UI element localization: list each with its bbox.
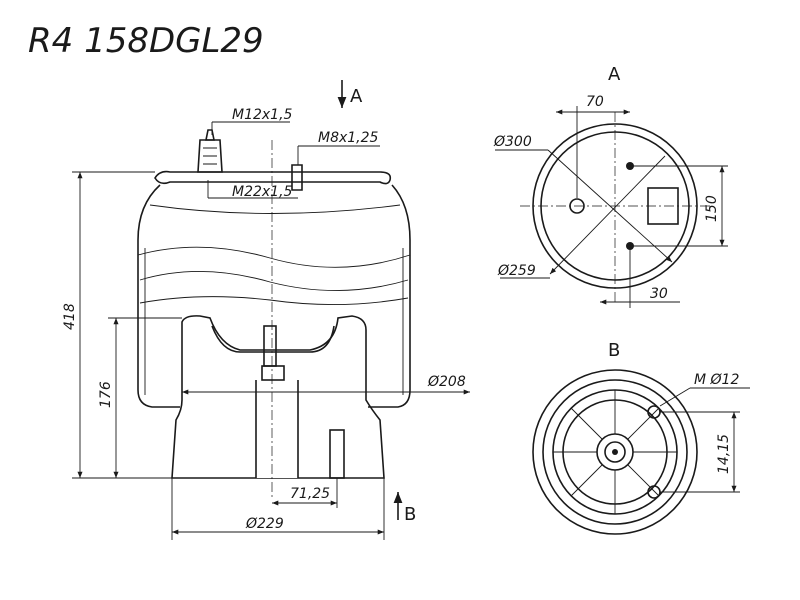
svg-text:A: A — [350, 86, 363, 107]
offset-70-label: 70 — [586, 94, 604, 110]
thread-b-label: M Ø12 — [694, 372, 739, 388]
drawing-title: R4 158DGL29 — [28, 21, 264, 61]
offset-30-label: 30 — [650, 286, 668, 302]
bellows-left — [137, 184, 180, 408]
spacing-b-label: 14,15 — [716, 434, 732, 474]
bellows-right — [368, 184, 411, 408]
svg-text:B: B — [404, 504, 416, 525]
view-b: B M Ø12 14,15 — [532, 340, 750, 535]
bolt-hole-top — [647, 405, 661, 419]
outer-circle-b — [532, 369, 698, 535]
label-plate — [647, 187, 679, 225]
central-bore — [255, 380, 299, 478]
side-bore — [329, 429, 345, 479]
center-bolt — [263, 325, 277, 367]
port-hole — [569, 198, 585, 214]
side-view: A B M12x1,5 M8x1,25 M22x1,5 418 176 Ø208… — [62, 80, 470, 540]
height-piston-label: 176 — [98, 381, 114, 408]
bolt-hole-bottom — [647, 485, 661, 499]
height-total-label: 418 — [62, 303, 78, 330]
thread-bottom-label: M22x1,5 — [232, 184, 293, 200]
diameter-base-label: Ø229 — [245, 516, 284, 532]
diameter-300-label: Ø300 — [493, 134, 532, 150]
thread-side-label: M8x1,25 — [318, 130, 379, 146]
inner-cup — [211, 325, 335, 353]
offset-label: 71,25 — [290, 486, 330, 502]
spacing-150-label: 150 — [704, 195, 720, 222]
svg-text:B: B — [608, 340, 620, 361]
top-plate — [154, 170, 392, 185]
side-fitting — [291, 164, 303, 191]
bellows-fold — [137, 246, 411, 268]
svg-text:A: A — [608, 64, 621, 85]
diameter-piston-label: Ø208 — [427, 374, 466, 390]
piston-section — [171, 315, 385, 479]
thread-top-label: M12x1,5 — [232, 107, 293, 123]
diameter-259-label: Ø259 — [497, 263, 536, 279]
view-a: A Ø300 Ø259 70 150 30 — [493, 64, 728, 308]
